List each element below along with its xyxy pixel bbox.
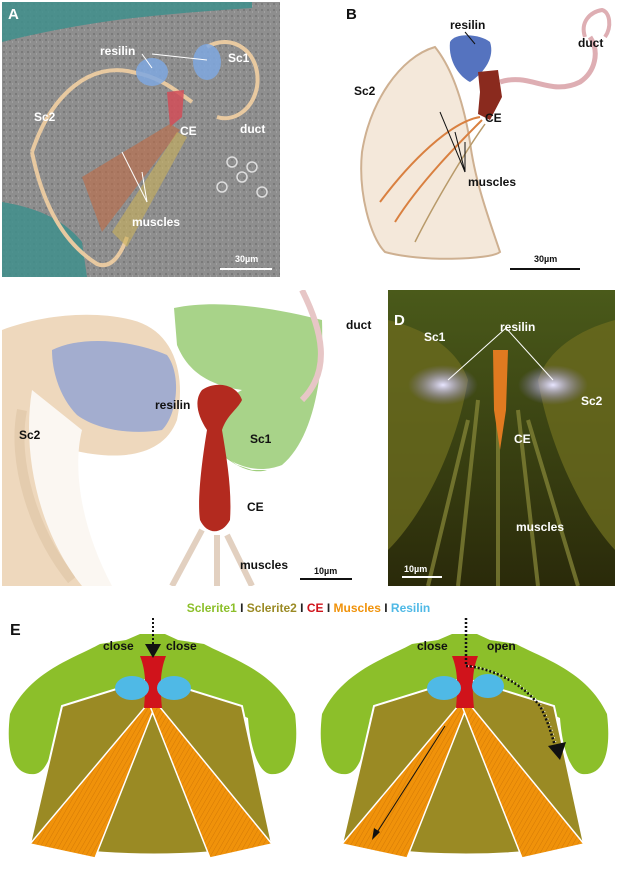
panel-e-letter: E xyxy=(10,622,21,639)
panel-d: D Sc1 resilin Sc2 CE muscles 10µm xyxy=(388,290,615,586)
panel-a-duct-label: duct xyxy=(240,122,266,136)
panel-c-sc2-label: Sc2 xyxy=(19,428,41,442)
panel-d-scale-bar xyxy=(402,576,442,578)
legend-item: I xyxy=(296,601,307,615)
legend-item: Sclerite1 xyxy=(186,601,237,615)
panel-d-letter: D xyxy=(394,312,405,329)
panel-c-scale-text: 10µm xyxy=(314,566,338,576)
legend-item: I xyxy=(380,601,391,615)
panel-c-sc1-label: Sc1 xyxy=(250,432,272,446)
panel-c-ce-label: CE xyxy=(247,500,264,514)
panel-b-scale-bar xyxy=(510,268,580,270)
legend-item: Resilin xyxy=(390,601,431,615)
panel-e-legend: Sclerite1 I Sclerite2 I CE I Muscles I R… xyxy=(0,599,617,617)
panel-a-letter: A xyxy=(8,6,19,23)
panel-d-scale-text: 10µm xyxy=(404,564,428,574)
right-close-left-label: close xyxy=(417,639,448,653)
panel-d-sc1-label: Sc1 xyxy=(424,330,446,344)
panel-c-duct-label: duct xyxy=(346,318,372,332)
panel-c-resilin-label: resilin xyxy=(155,398,191,412)
panel-d-resilin-label: resilin xyxy=(500,320,536,334)
legend-item: Muscles xyxy=(333,601,381,615)
panel-a: A resilin Sc1 Sc2 CE duct muscles 30µm xyxy=(2,2,280,277)
panel-a-sc1-label: Sc1 xyxy=(228,51,250,65)
panel-c-letter: C xyxy=(8,312,19,329)
panel-a-muscles-label: muscles xyxy=(132,215,181,229)
panel-d-sc2-label: Sc2 xyxy=(581,394,603,408)
right-diagram xyxy=(320,618,609,859)
panel-b-scale-text: 30µm xyxy=(534,254,558,264)
panel-a-image xyxy=(2,2,280,277)
panel-a-scale-text: 30µm xyxy=(235,254,259,264)
panel-a-ce-label: CE xyxy=(180,124,197,138)
panel-d-image xyxy=(388,290,615,586)
panel-b-muscles-label: muscles xyxy=(468,175,517,189)
panel-b-resilin-label: resilin xyxy=(450,18,486,32)
panel-c-scale-bar xyxy=(300,578,352,580)
panel-d-muscles-label: muscles xyxy=(516,520,565,534)
panel-b-ce-label: CE xyxy=(485,111,502,125)
panel-c-muscles-label: muscles xyxy=(240,558,289,572)
panel-b-sc2-label: Sc2 xyxy=(354,84,376,98)
legend-item: CE xyxy=(306,601,324,615)
panel-b-image xyxy=(360,7,612,260)
left-close-left-label: close xyxy=(103,639,134,653)
right-open-right-label: open xyxy=(487,639,516,653)
panel-c: C duct resilin Sc2 Sc1 CE muscles 10µm xyxy=(2,290,380,586)
panel-e-diagram xyxy=(8,618,609,859)
panel-a-sc2-label: Sc2 xyxy=(34,110,56,124)
legend-item: Sclerite2 xyxy=(246,601,297,615)
panel-b-letter: B xyxy=(346,6,357,23)
panel-e: E Sclerite1 I Sclerite2 I CE I Muscles I… xyxy=(0,596,617,875)
panel-a-scale-bar xyxy=(220,268,272,270)
left-close-right-label: close xyxy=(166,639,197,653)
panel-a-resilin-label: resilin xyxy=(100,44,136,58)
legend-item: I xyxy=(236,601,247,615)
panel-c-image xyxy=(2,290,324,586)
panel-b: B resilin duct Sc2 CE muscles 30µm xyxy=(340,2,617,277)
panel-b-duct-label: duct xyxy=(578,36,604,50)
left-diagram xyxy=(8,618,297,859)
legend-item: I xyxy=(323,601,334,615)
panel-d-ce-label: CE xyxy=(514,432,531,446)
